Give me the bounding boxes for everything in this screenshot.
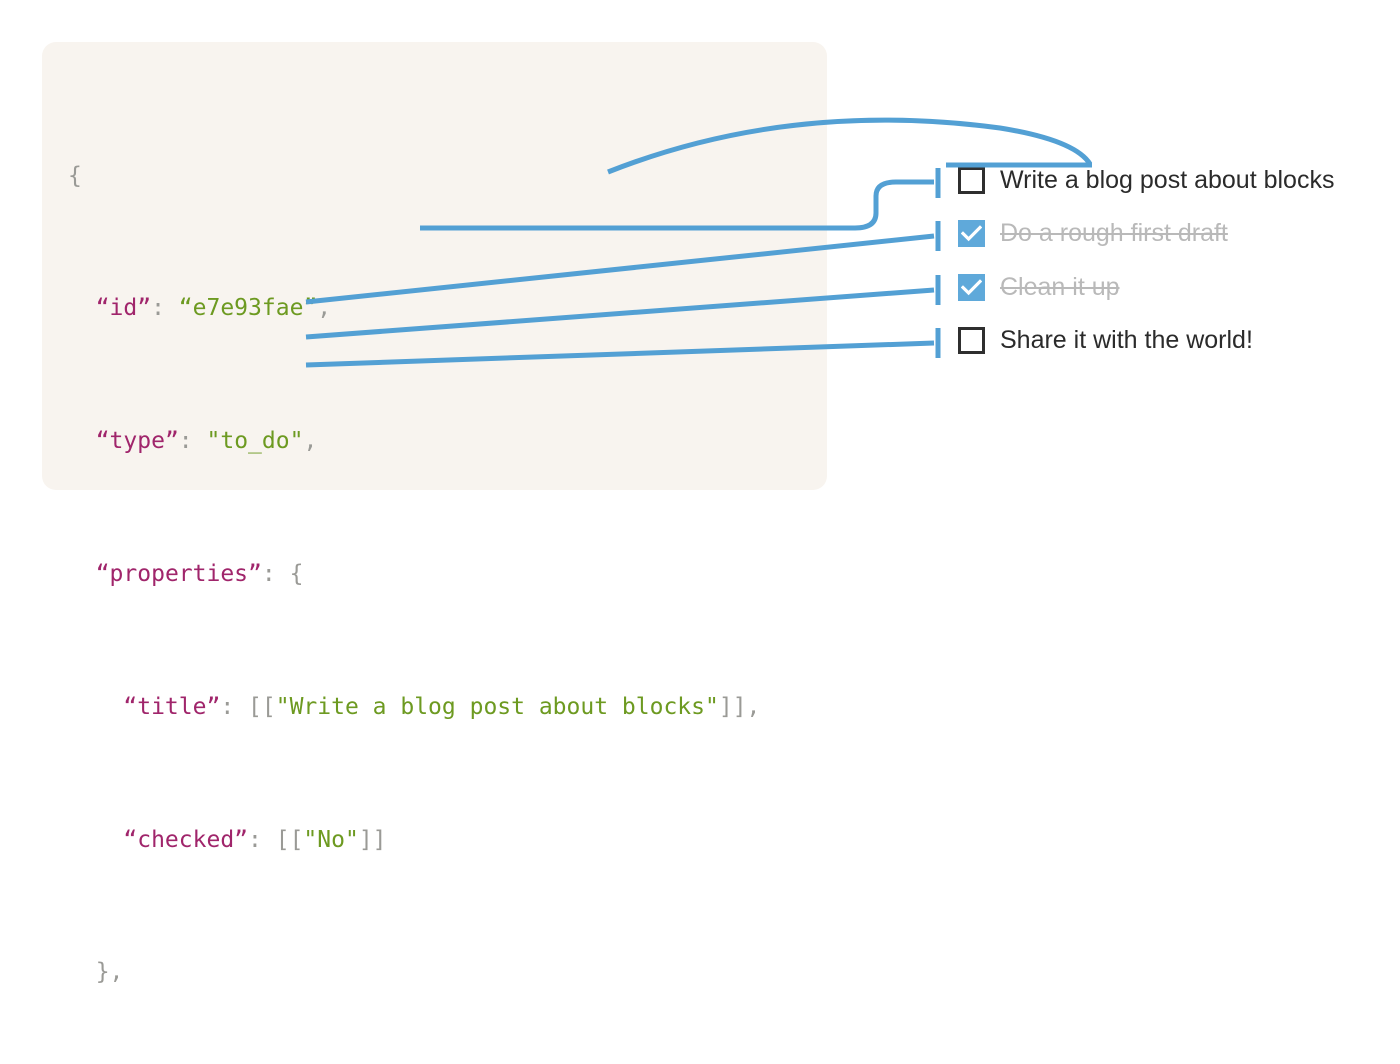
punct: : [178, 428, 207, 455]
todo-item-3-label: Share it with the world! [1000, 325, 1253, 354]
todo-item-0-checkbox[interactable] [958, 166, 985, 194]
punct: , [317, 295, 332, 322]
check-icon [961, 278, 982, 295]
json-key: “id” [95, 295, 152, 322]
todo-item-0[interactable]: Write a blog post about blocks [930, 160, 1334, 200]
punct: : [248, 826, 276, 853]
code-line-properties: “properties”: { [68, 558, 760, 591]
code-line-title: “title”: [["Write a blog post about bloc… [68, 691, 760, 724]
todo-item-2-label: Clean it up [1000, 272, 1120, 301]
punct: }, [95, 959, 124, 986]
punct: : [151, 295, 179, 322]
code-line-close-properties: }, [68, 956, 760, 989]
code-line-id: “id”: “e7e93fae”, [68, 292, 760, 325]
todo-item-2[interactable]: Clean it up [930, 267, 1120, 307]
check-icon [961, 224, 982, 241]
punct: : [220, 693, 249, 720]
json-value: “e7e93fae” [178, 295, 318, 322]
todo-item-3-checkbox[interactable] [958, 326, 985, 354]
code-line-checked: “checked”: [["No"]] [68, 824, 760, 857]
punct: : [261, 561, 290, 587]
punct: { [289, 561, 304, 587]
json-key: “title” [123, 693, 221, 720]
json-key: “properties” [95, 561, 262, 587]
json-code-panel: { “id”: “e7e93fae”, “type”: "to_do", “pr… [42, 42, 827, 985]
punct: [[ [248, 693, 276, 720]
punct: [[ [275, 826, 304, 853]
json-key: “checked” [123, 826, 249, 853]
json-code-block: { “id”: “e7e93fae”, “type”: "to_do", “pr… [68, 60, 760, 1064]
code-line-open-brace: { [68, 160, 760, 193]
json-key: “type” [95, 428, 179, 455]
todo-item-3[interactable]: Share it with the world! [930, 320, 1253, 360]
json-value: "to_do" [206, 428, 304, 455]
todo-list: Write a blog post about blocks Do a roug… [930, 160, 1380, 370]
todo-item-1-label: Do a rough first draft [1000, 218, 1228, 247]
todo-item-1-checkbox[interactable] [958, 219, 985, 247]
punct: { [68, 162, 82, 189]
json-value: "No" [303, 826, 359, 853]
punct: ]] [358, 826, 387, 853]
punct: , [303, 428, 318, 455]
diagram-root: { "code_panel": { "background_color": "#… [42, 42, 1380, 986]
json-value: "Write a blog post about blocks" [275, 693, 719, 720]
todo-item-1[interactable]: Do a rough first draft [930, 213, 1228, 253]
todo-item-0-label: Write a blog post about blocks [1000, 165, 1335, 194]
code-line-type: “type”: "to_do", [68, 425, 760, 458]
todo-item-2-checkbox[interactable] [958, 273, 985, 301]
punct: ]], [718, 693, 761, 720]
